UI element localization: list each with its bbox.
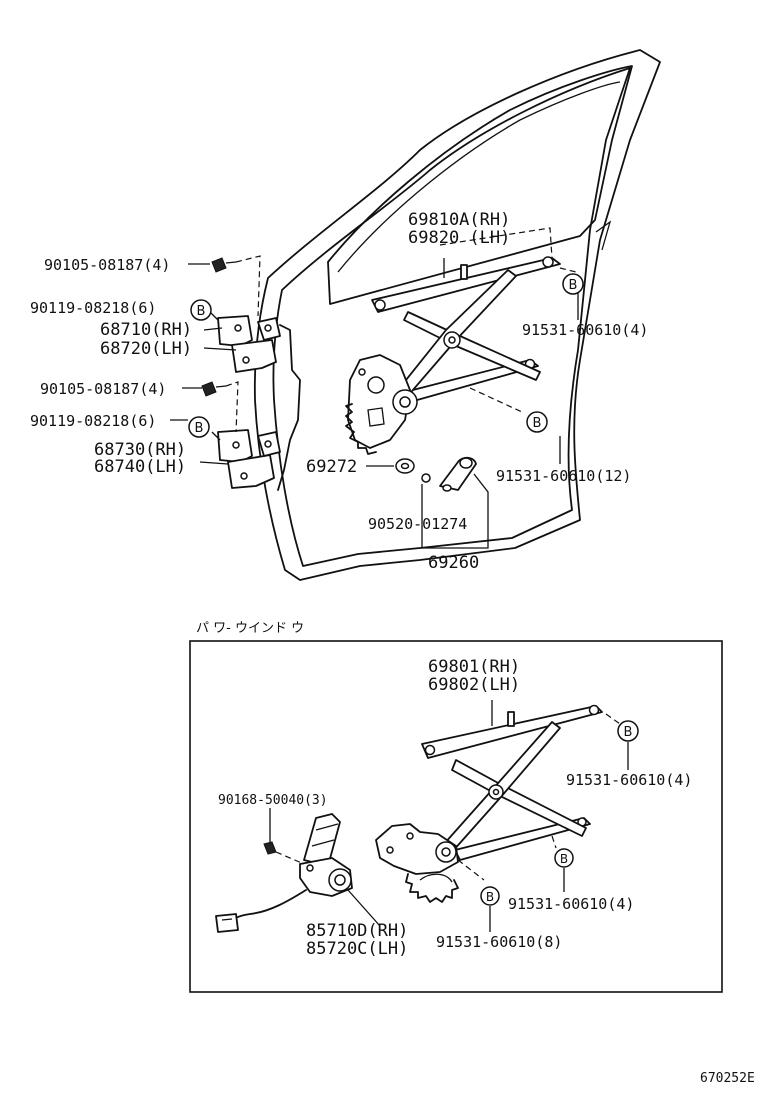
- svg-text:B: B: [624, 725, 633, 740]
- label-68710: 68710(RH): [100, 320, 192, 340]
- upper-hinge: [217, 315, 281, 373]
- leader-lines-lower: [269, 700, 629, 932]
- callout-b-91531-b: B: [554, 848, 574, 868]
- power-window-heading: パ ワ- ウインド ウ: [196, 621, 304, 636]
- label-68730: 68730(RH): [94, 440, 186, 460]
- callout-b-90119-top: B: [190, 299, 212, 321]
- label-90105-08187-top: 90105-08187(4): [44, 256, 170, 274]
- label-68720: 68720(LH): [100, 339, 192, 359]
- power-window-frame: [189, 640, 723, 993]
- door-outline: [253, 49, 661, 581]
- label-91531-60610-12: 91531-60610(12): [496, 467, 631, 485]
- label-69272: 69272: [306, 457, 357, 477]
- svg-text:B: B: [533, 416, 542, 431]
- svg-text:B: B: [560, 852, 568, 866]
- callout-b-91531-mid: B: [526, 411, 548, 433]
- label-69820: 69820 (LH): [408, 228, 510, 248]
- door-hinge-edge: [277, 324, 301, 491]
- label-91531-60610-4: 91531-60610(4): [522, 321, 648, 339]
- svg-text:B: B: [569, 278, 578, 293]
- screw-icon: [263, 834, 277, 855]
- bolt-icon: [201, 381, 227, 397]
- label-85720c: 85720C(LH): [306, 939, 408, 959]
- callout-b-91531-c: B: [480, 886, 500, 906]
- window-crank-handle-icon: [439, 456, 477, 492]
- label-69801: 69801(RH): [428, 657, 520, 677]
- power-window-motor: [299, 813, 353, 897]
- rail-hole: [374, 299, 386, 311]
- label-91531-60610-4b: 91531-60610(4): [508, 895, 634, 913]
- figure-code: 670252E: [700, 1071, 755, 1086]
- clip-icon: [421, 473, 431, 483]
- motor-connector: [215, 889, 307, 933]
- label-68740: 68740(LH): [94, 457, 186, 477]
- label-90119-08218-mid: 90119-08218(6): [30, 412, 156, 430]
- callout-b-91531-a: B: [617, 720, 639, 742]
- rail-hole: [542, 256, 554, 268]
- label-90119-08218-top: 90119-08218(6): [30, 299, 156, 317]
- callout-b-90119-mid: B: [188, 416, 210, 438]
- label-90105-08187-mid: 90105-08187(4): [40, 380, 166, 398]
- label-69810a: 69810A(RH): [408, 210, 510, 230]
- label-91531-60610-8: 91531-60610(8): [436, 933, 562, 951]
- window-regulator-power: [375, 704, 603, 903]
- svg-text:B: B: [195, 421, 204, 436]
- svg-text:B: B: [486, 890, 494, 904]
- label-91531-60610-4a: 91531-60610(4): [566, 771, 692, 789]
- window-regulator-upper: [345, 256, 561, 455]
- leader-lines-upper: [170, 227, 579, 549]
- label-85710d: 85710D(RH): [306, 921, 408, 941]
- label-69802: 69802(LH): [428, 675, 520, 695]
- bolt-icon: [211, 257, 237, 273]
- label-90168-50040: 90168-50040(3): [218, 793, 328, 808]
- lower-hinge: [217, 429, 281, 489]
- washer-icon: [395, 458, 415, 474]
- callout-b-91531-top: B: [562, 273, 584, 295]
- svg-text:B: B: [197, 304, 206, 319]
- label-90520-01274: 90520-01274: [368, 515, 467, 533]
- label-69260: 69260: [428, 553, 479, 573]
